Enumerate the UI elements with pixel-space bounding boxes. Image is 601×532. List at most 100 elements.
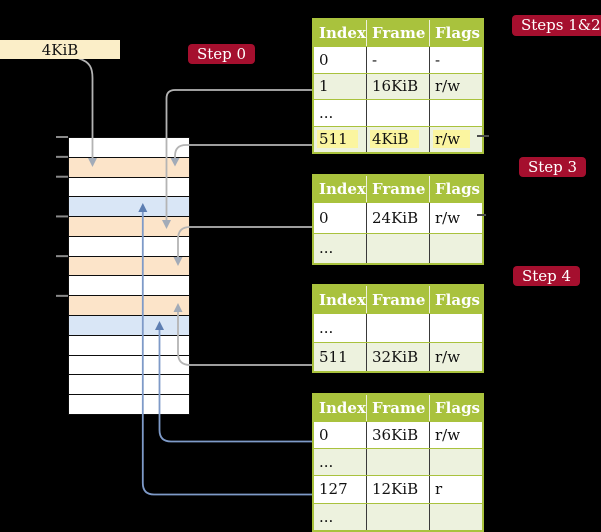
table-row: 0 36KiB r/w: [314, 421, 482, 449]
table-cell-text: 4KiB: [370, 130, 419, 149]
table-cell: [366, 314, 429, 342]
column-header-index: Index: [319, 399, 366, 417]
table-cell-text: 16KiB: [372, 77, 419, 96]
table-row: ...: [314, 313, 482, 342]
table-cell: [429, 503, 482, 530]
table-cell: 511: [314, 127, 366, 153]
table-row: 127 12KiB r: [314, 475, 482, 503]
column-header-flags: Flags: [429, 176, 482, 202]
table-cell-text: 36KiB: [372, 426, 419, 445]
table-cell: 4KiB: [366, 126, 429, 152]
memory-frame-row-2: [69, 177, 189, 198]
column-header-frame: Frame: [366, 20, 429, 46]
table-cell-text: 0: [319, 426, 329, 445]
table-cell-text: 127: [319, 480, 348, 499]
table-cell: r/w: [429, 203, 482, 233]
table-cell: -: [366, 47, 429, 73]
step-badge-3: Step 3: [519, 157, 587, 177]
table-cell: [429, 449, 482, 476]
table-cell-text: 24KiB: [372, 208, 419, 227]
connector-stub-table2: [477, 214, 486, 216]
step-badge-0: Step 0: [188, 44, 256, 64]
table-cell: 511: [314, 343, 366, 371]
table-cell: r: [429, 476, 482, 503]
table-cell: 0: [314, 422, 366, 448]
table-cell-text: ...: [319, 239, 334, 258]
table-cell-text: 32KiB: [372, 348, 419, 366]
table-cell: r/w: [429, 73, 482, 99]
table-cell-text: r/w: [433, 130, 471, 149]
memory-frame-row-9: [69, 316, 189, 336]
table-cell-text: 0: [319, 50, 329, 69]
table-cell: [366, 100, 429, 126]
table-cell-text: ...: [319, 453, 334, 472]
physical-memory-column: [68, 137, 190, 415]
memory-frame-row-12: [69, 375, 189, 396]
table-cell-text: r/w: [435, 348, 461, 366]
table-cell: [429, 100, 482, 126]
memory-frame-row-8: [69, 296, 189, 317]
table-row: 0 24KiB r/w: [314, 202, 482, 233]
cr3-pointer-box: 4KiB: [0, 40, 120, 59]
table-row: ...: [314, 448, 482, 476]
table-cell: ...: [314, 504, 366, 530]
memory-frame-row-5: [69, 236, 189, 257]
table-cell-text: r/w: [435, 426, 461, 445]
table-cell-text: 12KiB: [372, 480, 419, 499]
table-cell: 127: [314, 476, 366, 502]
column-header-flags: Flags: [429, 286, 482, 313]
table-cell-text: -: [435, 50, 441, 69]
table-cell: 1: [314, 74, 366, 100]
memory-frame-row-4: [69, 217, 189, 237]
column-header-index: Index: [319, 24, 366, 42]
table-cell: 0: [314, 203, 366, 233]
table-cell: 16KiB: [366, 73, 429, 99]
table-cell-text: ...: [319, 507, 334, 526]
cr3-pointer-label: 4KiB: [41, 40, 79, 59]
table-cell: [429, 233, 482, 263]
table-cell: ...: [314, 314, 366, 342]
table-cell: -: [429, 47, 482, 73]
memory-frame-row-7: [69, 276, 189, 297]
arrow-table1-entry511-recursive: [174, 144, 314, 160]
connector-stub-table1: [477, 135, 489, 137]
arrow-table3-entry511-to-table4-frame: [177, 310, 314, 366]
table-row: 0 - -: [314, 46, 482, 73]
column-header-flags: Flags: [429, 20, 482, 46]
table-cell: [429, 314, 482, 342]
table-cell-text: -: [372, 50, 378, 69]
column-header-index: Index: [319, 180, 366, 198]
column-header-flags: Flags: [429, 395, 482, 421]
column-header-frame: Frame: [366, 286, 429, 313]
table-cell-text: 511: [319, 348, 348, 366]
table-row: 1 16KiB r/w: [314, 72, 482, 100]
memory-frame-row-10: [69, 335, 189, 356]
table-cell: 0: [314, 47, 366, 73]
column-header-index: Index: [319, 290, 366, 309]
column-header-frame: Frame: [366, 176, 429, 202]
table-cell: [366, 503, 429, 530]
memory-frame-row-1: [69, 157, 189, 178]
table-row: ...: [314, 99, 482, 126]
table-cell: ...: [314, 449, 366, 475]
arrow-table2-entry0-to-table3-frame: [177, 226, 314, 259]
table-cell-text: r/w: [435, 208, 461, 227]
table-cell-text: ...: [319, 319, 334, 337]
table-cell-text: 1: [319, 77, 329, 96]
table-cell-text: r/w: [435, 77, 461, 96]
memory-frame-row-13: [69, 395, 189, 414]
memory-address-ticks: [56, 136, 68, 297]
memory-frame-row-6: [69, 256, 189, 277]
table-cell-text: 511: [317, 130, 358, 149]
memory-frame-row-3: [69, 197, 189, 218]
memory-frame-row-0: [69, 138, 189, 158]
table-cell: r/w: [429, 422, 482, 449]
table-cell: r/w: [429, 343, 482, 371]
